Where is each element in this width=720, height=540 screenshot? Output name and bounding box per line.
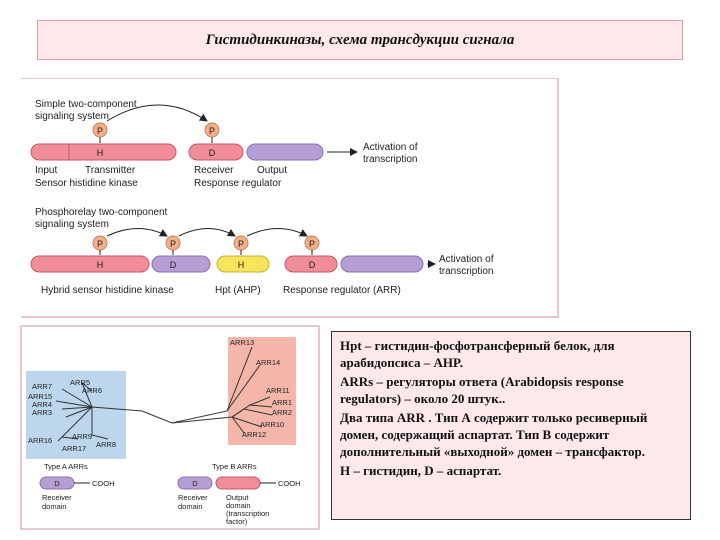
- arr-output-domain: [340, 255, 424, 273]
- simple-phospho-p1: P: [97, 126, 103, 136]
- typeA-label-7: ARR9: [72, 432, 92, 441]
- relay-p1: P: [97, 239, 103, 249]
- simple-activation-line1: Activation of: [363, 142, 418, 153]
- phospho-heading-line2: signaling system: [35, 219, 109, 230]
- typeB-label-5: ARR10: [260, 420, 284, 429]
- signaling-diagram: Simple two-component signaling system P …: [21, 78, 559, 318]
- relay-p2: P: [170, 239, 176, 249]
- typeA-label-0: ARR7: [32, 382, 52, 391]
- typeA-group-bg: [26, 371, 126, 459]
- typeA-label-6: ARR16: [28, 436, 52, 445]
- typeB-label-2: ARR11: [266, 386, 290, 395]
- relay-arrow-1: [106, 228, 168, 237]
- label-receiver: Receiver: [194, 165, 234, 176]
- sensor-kinase-bar: [30, 143, 177, 161]
- typeB-cooh: COOH: [278, 479, 301, 488]
- typeB-label-0: ARR13: [230, 338, 254, 347]
- label-output: Output: [257, 165, 287, 176]
- typeB-label-3: ARR1: [272, 398, 292, 407]
- hybrid-kinase-bar: [30, 255, 150, 273]
- output-domain: [246, 143, 324, 161]
- hpt-h: H: [238, 260, 245, 270]
- typeB-output-line1: Output: [226, 493, 249, 502]
- typeB-heading: Type B ARRs: [212, 462, 257, 471]
- typeA-label-8: ARR17: [62, 444, 86, 453]
- phospho-heading-line1: Phosphorelay two-component: [35, 207, 168, 218]
- sensor-h: H: [97, 148, 104, 158]
- typeA-label-3: ARR15: [28, 392, 52, 401]
- relay-arrow-3: [246, 228, 308, 237]
- explanation-legend: H – гистидин, D – аспартат.: [340, 463, 502, 479]
- typeB-output-line2: domain: [226, 501, 251, 510]
- typeB-label-6: ARR12: [242, 430, 266, 439]
- hybrid-receiver-domain: [151, 255, 211, 273]
- typeB-output-line4: factor): [226, 517, 248, 526]
- typeA-label-1: ARR5: [70, 378, 90, 387]
- relay-arrow-2: [178, 228, 236, 237]
- typeA-receiver-line2: domain: [42, 502, 67, 511]
- label-hpt: Hpt (AHP): [215, 285, 261, 296]
- arr-d: D: [309, 260, 316, 270]
- simple-phospho-p2: P: [209, 126, 215, 136]
- typeB-output-domain: [215, 476, 261, 490]
- explanation-arrs: ARRs – регуляторы ответа (Arabidopsis re…: [340, 374, 624, 406]
- typeB-output-line3: (transcription: [226, 509, 269, 518]
- hybrid-h: H: [97, 260, 104, 270]
- relay-p3: P: [238, 239, 244, 249]
- relay-p4: P: [309, 239, 315, 249]
- typeA-d: D: [54, 479, 60, 488]
- typeA-receiver-line1: Receiver: [42, 493, 72, 502]
- page-title: Гистидинкиназы, схема трансдукции сигнал…: [205, 31, 515, 48]
- typeA-heading: Type A ARRs: [44, 462, 88, 471]
- typeB-label-1: ARR14: [256, 358, 280, 367]
- arr-tree-svg: ARR7 ARR5 ARR6 ARR15 ARR4 ARR3 ARR16 ARR…: [26, 337, 301, 526]
- tree-branches: [55, 346, 273, 442]
- relay-activation-line1: Activation of: [439, 254, 494, 265]
- arr-receiver-domain: [284, 255, 338, 273]
- typeA-cooh: COOH: [92, 479, 115, 488]
- simple-transfer-arrow: [106, 104, 208, 122]
- arr-tree-figure: ARR7 ARR5 ARR6 ARR15 ARR4 ARR3 ARR16 ARR…: [20, 325, 320, 530]
- simple-heading-line1: Simple two-component: [35, 99, 137, 110]
- explanation-box: Hpt – гистидин-фосфотрансферный белок, д…: [331, 331, 691, 520]
- hybrid-d: D: [170, 260, 177, 270]
- label-response-regulator: Response regulator: [194, 178, 282, 189]
- typeA-label-9: ARR8: [96, 440, 116, 449]
- typeB-label-4: ARR2: [272, 408, 292, 417]
- title-banner: Гистидинкиназы, схема трансдукции сигнал…: [37, 20, 683, 60]
- relay-activation-line2: transcription: [439, 266, 493, 277]
- explanation-hpt: Hpt – гистидин-фосфотрансферный белок, д…: [340, 338, 615, 370]
- label-hybrid-kinase: Hybrid sensor histidine kinase: [41, 285, 174, 296]
- receiver-domain: [188, 143, 244, 161]
- hpt-domain: [216, 255, 270, 273]
- label-input: Input: [35, 165, 57, 176]
- typeA-label-4: ARR4: [32, 400, 52, 409]
- label-arr: Response regulator (ARR): [283, 285, 401, 296]
- typeB-receiver-domain: [177, 476, 213, 490]
- simple-heading-line2: signaling system: [35, 111, 109, 122]
- typeA-label-2: ARR6: [82, 386, 102, 395]
- signaling-diagram-svg: Simple two-component signaling system P …: [30, 99, 494, 296]
- typeA-label-5: ARR3: [32, 408, 52, 417]
- typeB-receiver-line2: domain: [178, 502, 203, 511]
- explanation-types: Два типа ARR . Тип А содержит только рес…: [340, 410, 648, 459]
- typeB-receiver-line1: Receiver: [178, 493, 208, 502]
- label-transmitter: Transmitter: [85, 165, 136, 176]
- label-sensor-kinase: Sensor histidine kinase: [35, 178, 138, 189]
- typeB-d: D: [192, 479, 198, 488]
- simple-activation-line2: transcription: [363, 154, 417, 165]
- receiver-d: D: [209, 148, 216, 158]
